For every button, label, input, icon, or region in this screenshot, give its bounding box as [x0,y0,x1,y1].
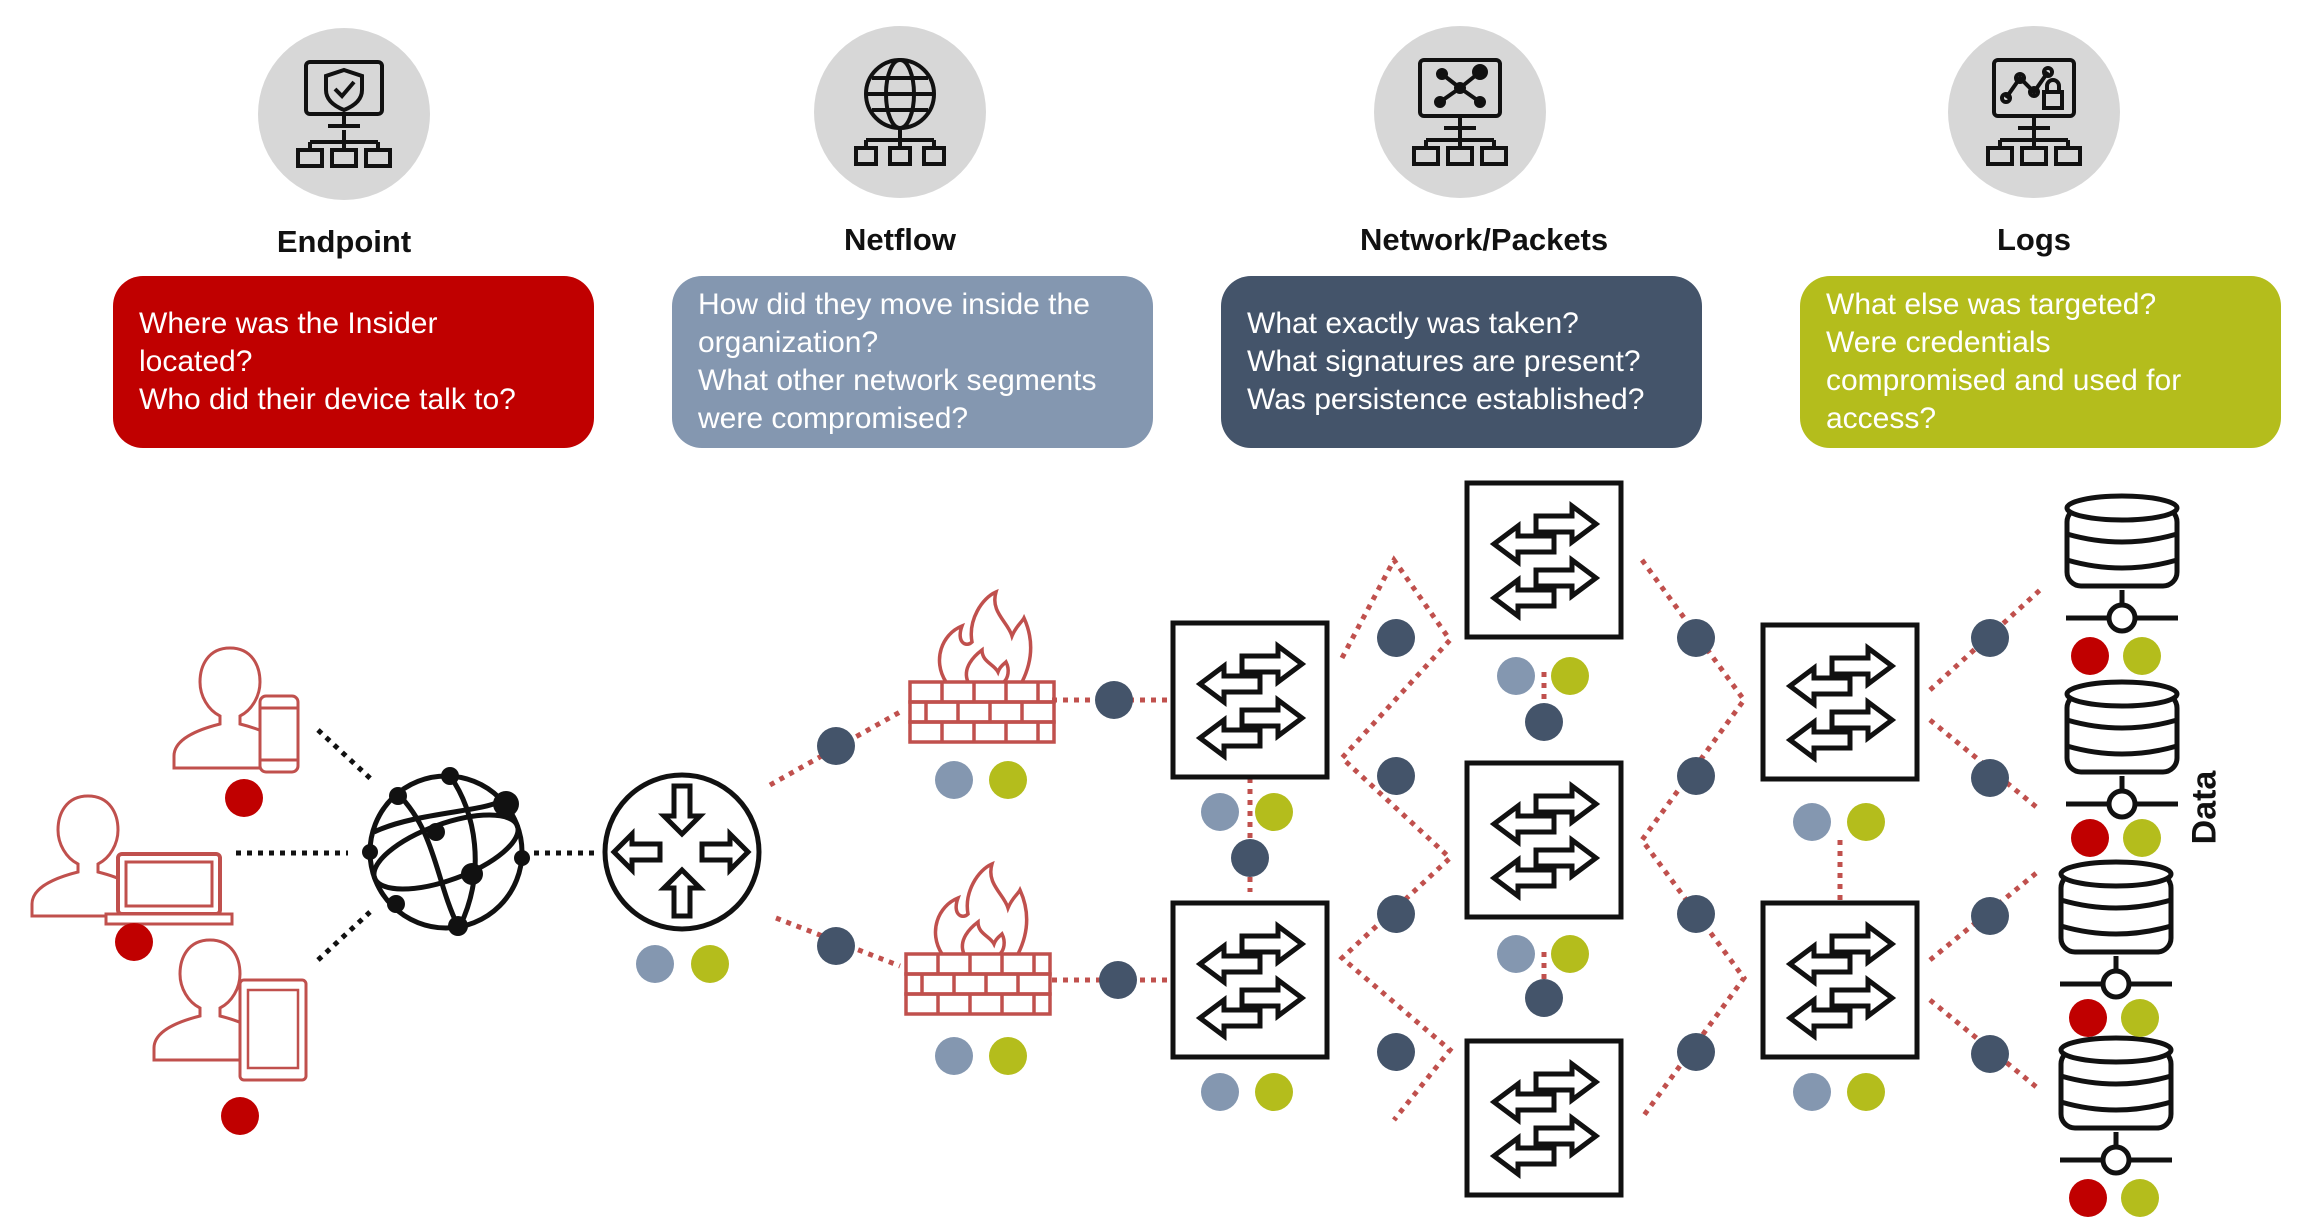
netflow-indicator-dot [1201,793,1239,831]
switch-icon [1173,903,1327,1057]
logs-indicator-dot [1847,803,1885,841]
network-packets-questions: What exactly was taken? What signatures … [1221,276,1702,448]
switch-icon [1173,623,1327,777]
netflow-indicator-dot [935,761,973,799]
data-label: Data [2185,770,2224,845]
logs-indicator-dot [2123,637,2161,675]
switch-icon [1467,1041,1621,1195]
endpoint-indicator-dot [221,1097,259,1135]
database-icon [2060,862,2172,997]
user-phone-icon [172,646,300,774]
endpoint-indicator-dot [2071,819,2109,857]
logs-indicator-dot [2121,999,2159,1037]
category-network-packets: Network/Packets [1360,26,1608,257]
netflow-indicator-dot [1497,657,1535,695]
switch-icon [1763,903,1917,1057]
question-line: organization? [698,326,879,359]
question-line: were compromised? [698,402,969,435]
link-router-to-firewall-top [768,709,902,788]
netflow-indicator-dot [636,945,674,983]
firewall-icon [904,862,1052,1016]
logs-indicator-dot [1847,1073,1885,1111]
switch-icon [1467,763,1621,917]
switch-icon [1467,483,1621,637]
packet-capture-dots [817,619,2009,1073]
question-line: What signatures are present? [1247,345,1641,378]
link-to-db-2 [1928,718,2042,812]
netflow-questions: How did they move inside the organizatio… [672,276,1153,448]
category-title: Logs [1996,222,2072,257]
logs-indicator-dot [1551,935,1589,973]
shield-monitor-icon [258,28,430,200]
logs-indicator-dot [1255,1073,1293,1111]
database-icon [2060,1038,2172,1173]
category-logs: Logs [1934,26,2134,257]
netflow-indicator-dot [1201,1073,1239,1111]
netflow-indicator-dot [1793,1073,1831,1111]
category-endpoint: Endpoint [244,28,444,259]
endpoint-indicator-dot [225,779,263,817]
logs-indicator-dot [1255,793,1293,831]
link-user-tablet-to-globe [316,910,372,962]
link-to-db-4 [1928,998,2042,1092]
endpoint-questions: Where was the Insider located? Who did t… [113,276,594,448]
link-user-phone-to-globe [316,728,374,782]
switch-icon [1763,625,1917,779]
chart-lock-monitor-icon [1948,26,2120,198]
question-line: Were credentials [1826,326,2051,359]
category-title: Endpoint [276,224,412,259]
question-line: Was persistence established? [1247,383,1645,416]
netflow-indicator-dot [1497,935,1535,973]
question-line: compromised and used for [1826,364,2182,397]
endpoint-indicator-dot [115,923,153,961]
logs-questions: What else was targeted? Were credentials… [1800,276,2281,448]
logs-indicator-dot [691,945,729,983]
database-icon [2066,682,2178,817]
netflow-indicator-dot [935,1037,973,1075]
question-line: Who did their device talk to? [139,383,516,416]
endpoint-indicator-dot [2069,1179,2107,1217]
firewall-icon [908,590,1056,744]
link-zigzag-right [1638,558,1748,1120]
question-line: located? [139,345,253,378]
logs-indicator-dot [989,1037,1027,1075]
question-line: What else was targeted? [1826,288,2157,321]
question-line: Where was the Insider [139,307,438,340]
question-line: How did they move inside the [698,288,1090,321]
internet-globe-icon [362,767,530,936]
link-to-db-1 [1928,588,2042,692]
endpoint-indicator-dot [2069,999,2107,1037]
logs-indicator-dot [1551,657,1589,695]
link-zigzag-left [1338,555,1454,1122]
logs-indicator-dot [2123,819,2161,857]
router-icon [602,772,762,932]
globe-network-icon [814,26,986,198]
question-line: What exactly was taken? [1247,307,1579,340]
database-icon [2066,496,2178,631]
question-line: What other network segments [698,364,1097,397]
category-netflow: Netflow [800,26,1000,257]
question-line: access? [1826,402,1937,435]
logs-indicator-dot [2121,1179,2159,1217]
node-graph-monitor-icon [1374,26,1546,198]
link-to-db-3 [1928,868,2042,962]
endpoint-indicator-dot [2071,637,2109,675]
user-tablet-icon [152,938,308,1082]
netflow-indicator-dot [1793,803,1831,841]
user-laptop-icon [30,794,234,926]
category-title: Netflow [844,222,956,257]
logs-indicator-dot [989,761,1027,799]
